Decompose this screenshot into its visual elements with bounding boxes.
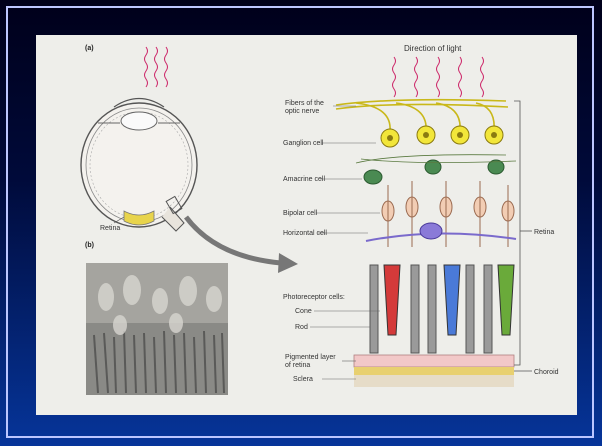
retina-diagram: (a) (b) Retina bbox=[36, 35, 577, 415]
sclera-layer bbox=[354, 375, 514, 387]
rod-cone-micrograph bbox=[86, 263, 228, 395]
panel-a-label: (a) bbox=[85, 45, 94, 52]
eye-cross-section bbox=[81, 99, 197, 232]
photoreceptor-cones bbox=[384, 265, 514, 335]
bipolar-cells bbox=[382, 197, 514, 221]
label-fibers: Fibers of the bbox=[285, 100, 324, 107]
label-retina: Retina bbox=[534, 229, 554, 236]
retina-figure: (a) (b) Retina bbox=[36, 35, 577, 415]
label-cone: Cone bbox=[295, 308, 312, 315]
label-choroid: Choroid bbox=[534, 369, 559, 376]
incoming-light-waves-right bbox=[393, 57, 484, 97]
label-sclera: Sclera bbox=[293, 376, 313, 383]
optic-nerve-fibers bbox=[336, 100, 508, 131]
ganglion-cells bbox=[381, 126, 503, 147]
incoming-light-waves-left bbox=[145, 47, 168, 87]
label-pigmented-2: of retina bbox=[285, 362, 310, 369]
label-rod: Rod bbox=[295, 324, 308, 331]
direction-of-light-label: Direction of light bbox=[404, 44, 462, 53]
retina-bracket bbox=[514, 101, 532, 371]
label-amacrine: Amacrine cell bbox=[283, 176, 325, 183]
magnify-arrow bbox=[186, 217, 281, 263]
panel-b-label: (b) bbox=[85, 242, 94, 249]
choroid-layer bbox=[354, 367, 514, 375]
amacrine-cells bbox=[364, 160, 504, 184]
eye-retina-label: Retina bbox=[100, 225, 120, 232]
label-fibers-2: optic nerve bbox=[285, 108, 319, 115]
label-photoreceptor: Photoreceptor cells: bbox=[283, 294, 345, 301]
label-bipolar: Bipolar cell bbox=[283, 210, 318, 217]
label-pigmented: Pigmented layer bbox=[285, 354, 336, 361]
magnify-arrow-head bbox=[278, 253, 298, 273]
pigmented-layer bbox=[354, 355, 514, 367]
label-ganglion: Ganglion cell bbox=[283, 140, 324, 147]
label-horizontal: Horizontal cell bbox=[283, 230, 327, 237]
